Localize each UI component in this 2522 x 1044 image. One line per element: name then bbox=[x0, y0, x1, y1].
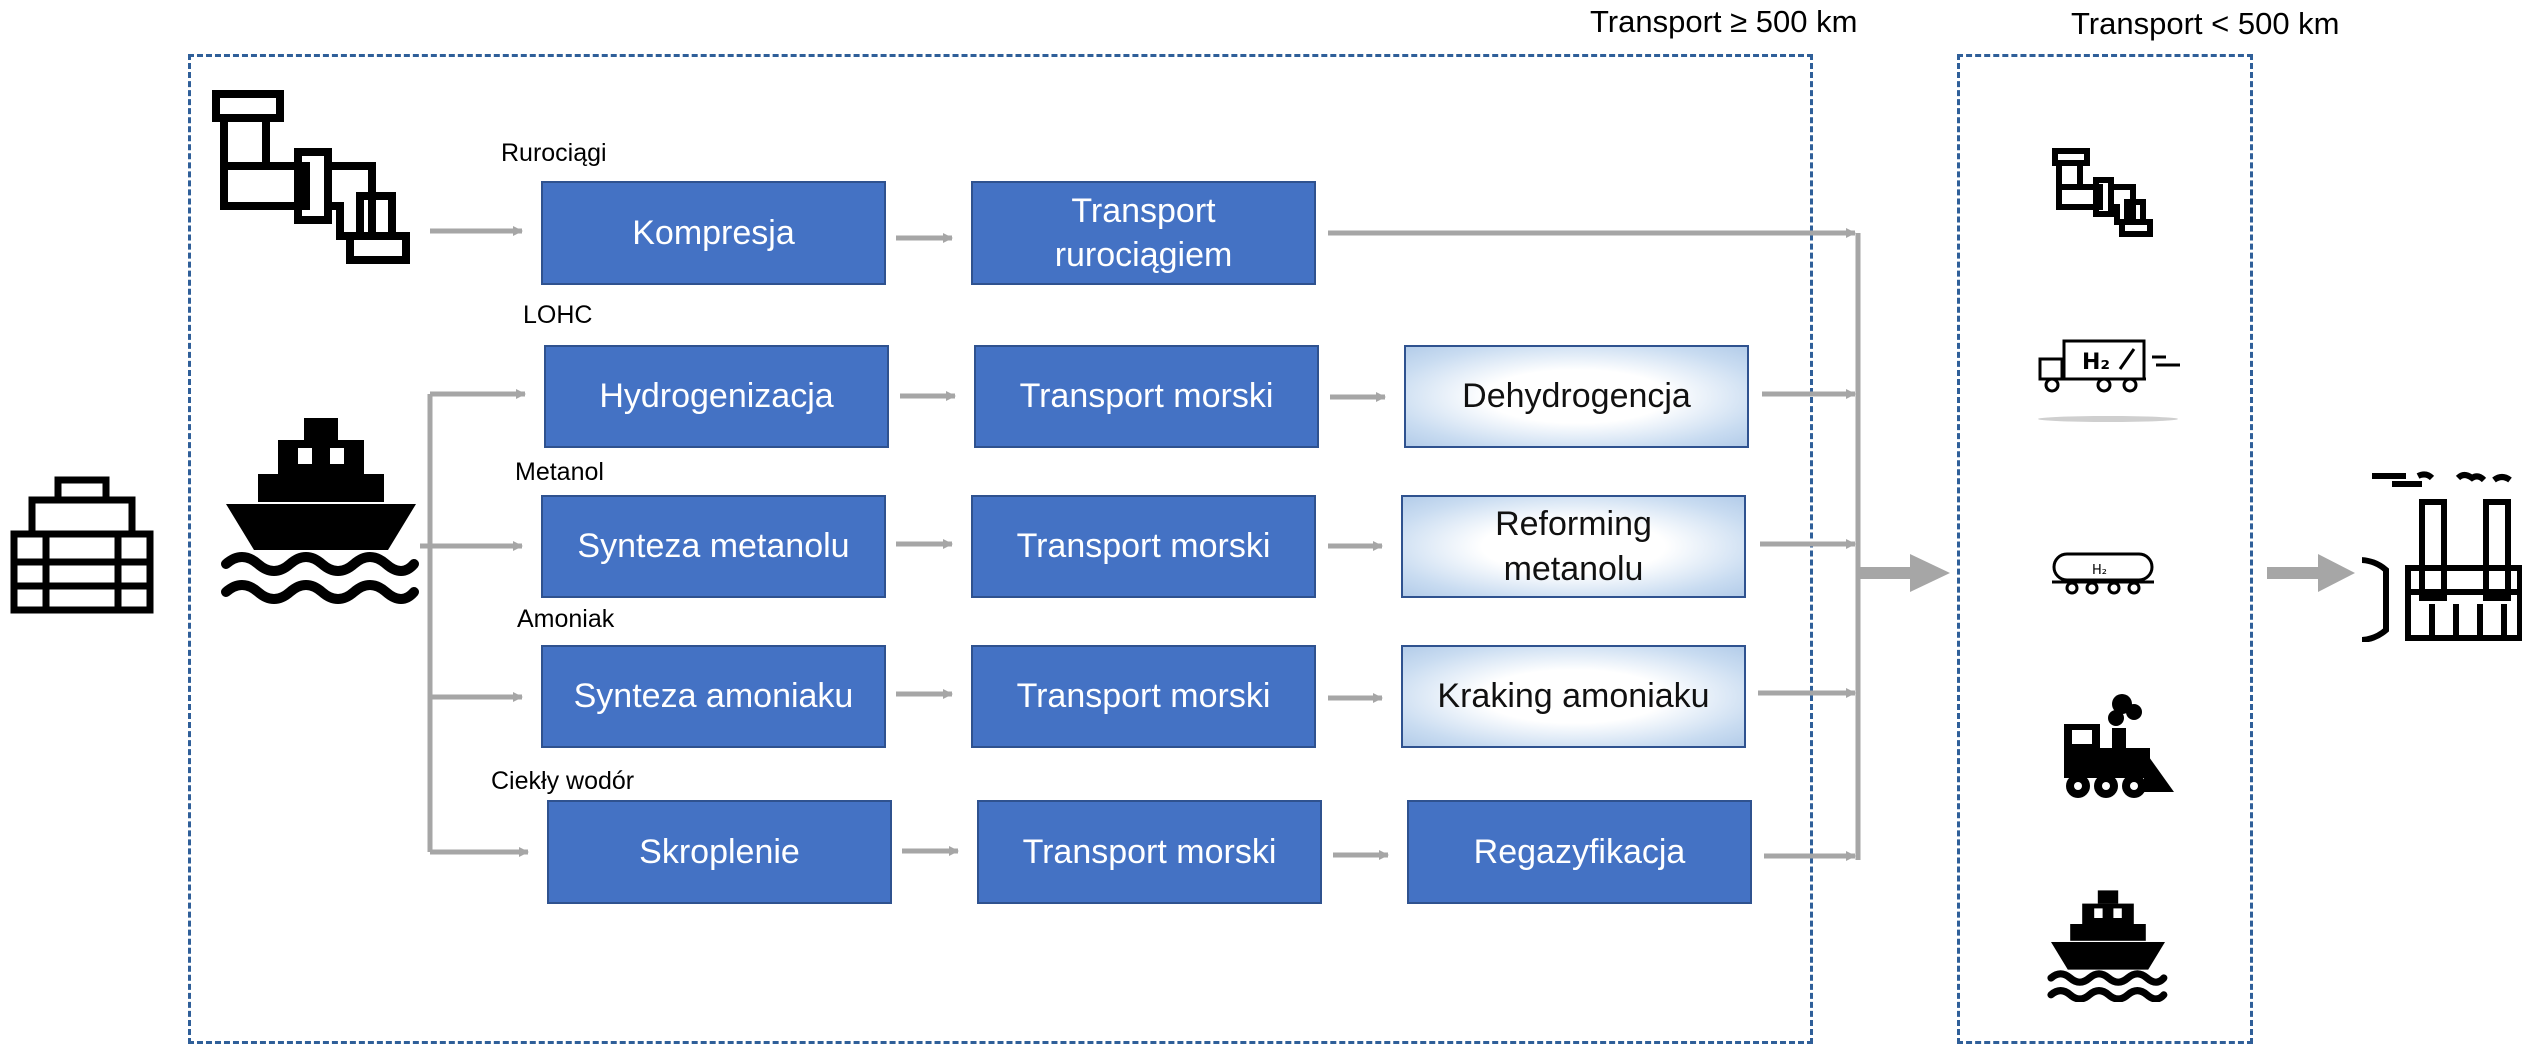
hydrogenation-step: Hydrogenizacja bbox=[544, 345, 889, 448]
tank-wagon-icon: H₂ bbox=[2052, 552, 2154, 595]
hydrogenation-step-label: Hydrogenizacja bbox=[599, 377, 834, 416]
methanol-sea-transport-step: Transport morski bbox=[971, 495, 1316, 598]
methanol-synthesis-step-label: Synteza metanolu bbox=[577, 527, 850, 566]
hydrogen-tank-icon bbox=[10, 476, 154, 614]
ship-icon-small bbox=[2047, 890, 2168, 1002]
ammonia-cracking-step-label: Kraking amoniaku bbox=[1437, 677, 1710, 716]
ammonia-sea-transport-step-label: Transport morski bbox=[1016, 677, 1271, 716]
factory-icon bbox=[2362, 471, 2522, 642]
arrow-to-short-distance-head bbox=[1910, 554, 1950, 592]
methanol-synthesis-step: Synteza metanolu bbox=[541, 495, 886, 598]
route-label-pipelines: Rurociągi bbox=[501, 139, 607, 167]
ammonia-sea-transport-step: Transport morski bbox=[971, 645, 1316, 748]
compression-step: Kompresja bbox=[541, 181, 886, 285]
truck-h2-glyph: H₂ bbox=[2082, 350, 2110, 375]
route-label-liquid-hydrogen: Ciekły wodór bbox=[491, 767, 635, 795]
long-distance-title: Transport ≥ 500 km bbox=[1590, 4, 1858, 39]
methanol-reforming-step: Reforming metanolu bbox=[1401, 495, 1746, 598]
compression-step-label: Kompresja bbox=[632, 213, 795, 252]
ship-icon bbox=[221, 418, 419, 604]
short-distance-title: Transport < 500 km bbox=[2071, 6, 2340, 41]
regasification-step-label: Regazyfikacja bbox=[1473, 832, 1686, 871]
wagon-h2-glyph: H₂ bbox=[2092, 563, 2107, 578]
route-label-methanol: Metanol bbox=[515, 458, 604, 486]
dehydrogenation-step-label: Dehydrogencja bbox=[1462, 377, 1691, 416]
liquid-hydrogen-sea-transport-step-label: Transport morski bbox=[1022, 832, 1277, 871]
liquefaction-step-label: Skroplenie bbox=[639, 832, 800, 871]
train-icon bbox=[2064, 694, 2174, 798]
methanol-reforming-step-label: Reforming metanolu bbox=[1495, 505, 1652, 588]
dehydrogenation-step: Dehydrogencja bbox=[1404, 345, 1749, 448]
pipeline-icon bbox=[212, 90, 410, 264]
route-label-ammonia: Amoniak bbox=[517, 605, 615, 633]
ammonia-cracking-step: Kraking amoniaku bbox=[1401, 645, 1746, 748]
liquid-hydrogen-sea-transport-step: Transport morski bbox=[977, 800, 1322, 904]
ammonia-synthesis-step: Synteza amoniaku bbox=[541, 645, 886, 748]
arrow-to-destination-head bbox=[2318, 554, 2355, 592]
pipeline-icon-small bbox=[2052, 148, 2153, 237]
route-label-lohc: LOHC bbox=[523, 301, 593, 329]
lohc-sea-transport-step: Transport morski bbox=[974, 345, 1319, 448]
liquefaction-step: Skroplenie bbox=[547, 800, 892, 904]
methanol-sea-transport-step-label: Transport morski bbox=[1016, 527, 1271, 566]
lohc-sea-transport-step-label: Transport morski bbox=[1019, 377, 1274, 416]
pipeline-transport-step: Transport rurociągiem bbox=[971, 181, 1316, 285]
ammonia-synthesis-step-label: Synteza amoniaku bbox=[573, 677, 854, 716]
hydrogen-truck-icon: H₂ bbox=[2038, 339, 2180, 422]
regasification-step: Regazyfikacja bbox=[1407, 800, 1752, 904]
pipeline-transport-step-label: Transport rurociągiem bbox=[1054, 191, 1233, 274]
